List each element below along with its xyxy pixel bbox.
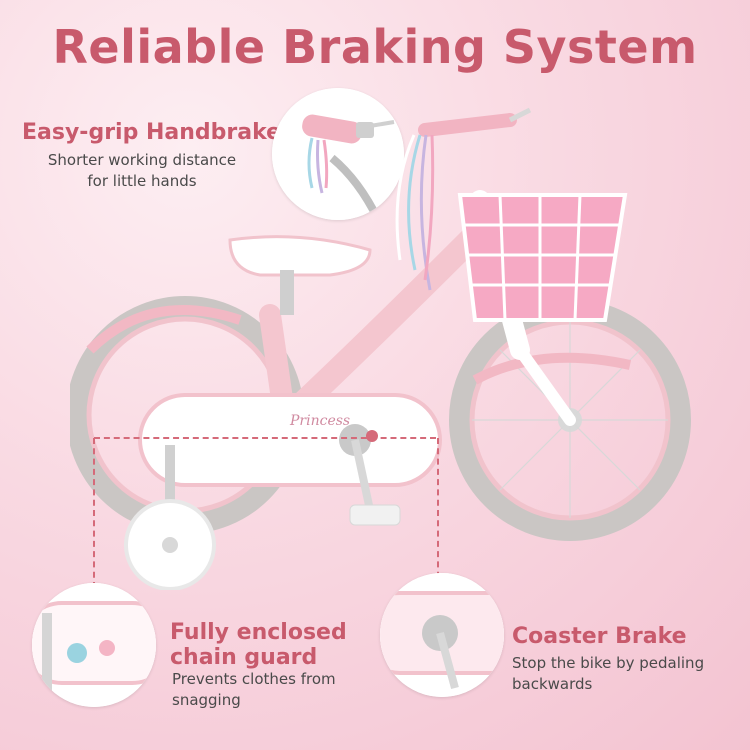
- handbrake-closeup: [272, 88, 404, 220]
- feature-chain-guard-desc-line: Prevents clothes from: [172, 670, 336, 688]
- feature-coaster-brake-desc-line: backwards: [512, 675, 593, 693]
- feature-chain-guard-desc-line: snagging: [172, 691, 241, 709]
- feature-chain-guard-title: Fully enclosed chain guard: [170, 620, 347, 670]
- connector-line: [93, 438, 95, 588]
- feature-handbrake-desc-line: Shorter working distance: [47, 151, 237, 169]
- feature-coaster-brake-title: Coaster Brake: [512, 624, 687, 649]
- chain-guard-closeup: [32, 583, 156, 707]
- coaster-brake-closeup: [380, 573, 504, 697]
- bike-illustration: Princess: [70, 90, 720, 590]
- connector-line: [437, 438, 439, 588]
- feature-handbrake-title: Easy-grip Handbrake: [22, 120, 282, 145]
- feature-coaster-brake-desc-line: Stop the bike by pedaling: [512, 654, 705, 672]
- feature-handbrake-desc: Shorter working distance for little hand…: [36, 150, 248, 192]
- chain-guard-decal: Princess: [289, 413, 350, 429]
- feature-chain-guard-title-line: chain guard: [170, 645, 318, 670]
- feature-handbrake-desc-line: for little hands: [87, 172, 197, 190]
- feature-chain-guard-title-line: Fully enclosed: [170, 620, 347, 645]
- feature-coaster-brake-desc: Stop the bike by pedaling backwards: [512, 653, 704, 695]
- connector-line: [94, 437, 436, 439]
- feature-chain-guard-desc: Prevents clothes from snagging: [172, 669, 336, 711]
- page-title: Reliable Braking System: [52, 20, 698, 74]
- connector-dot: [366, 430, 378, 442]
